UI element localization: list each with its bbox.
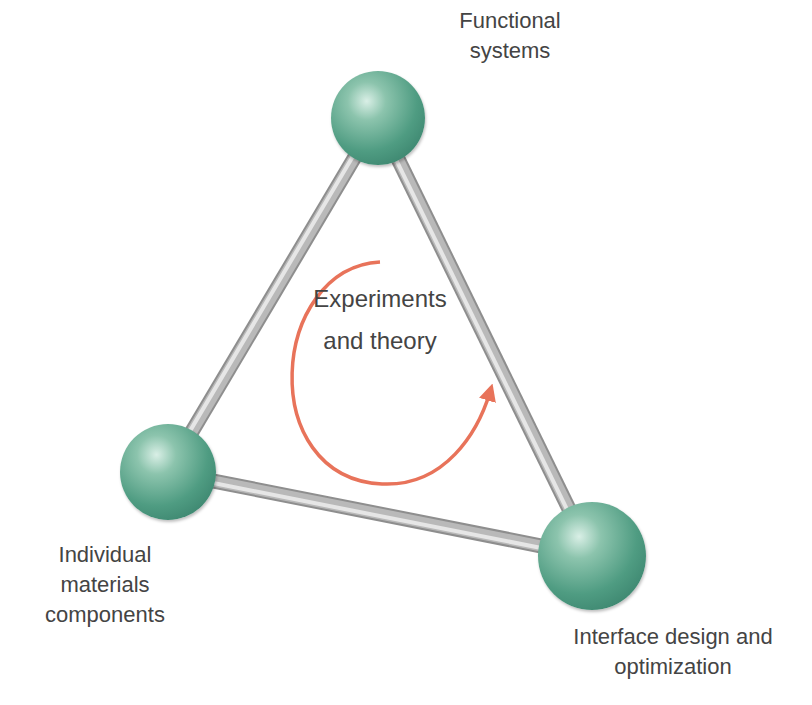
node-label: Individual materials components	[20, 540, 190, 630]
node-label: Functional systems	[440, 6, 580, 66]
node-label: Interface design and optimization	[538, 622, 808, 682]
sphere-node	[331, 71, 425, 165]
center-label: Experiments and theory	[300, 278, 460, 362]
sphere-node	[538, 502, 646, 610]
sphere-node	[120, 424, 216, 520]
rod-connector	[211, 481, 543, 549]
rod-stroke	[211, 483, 543, 549]
